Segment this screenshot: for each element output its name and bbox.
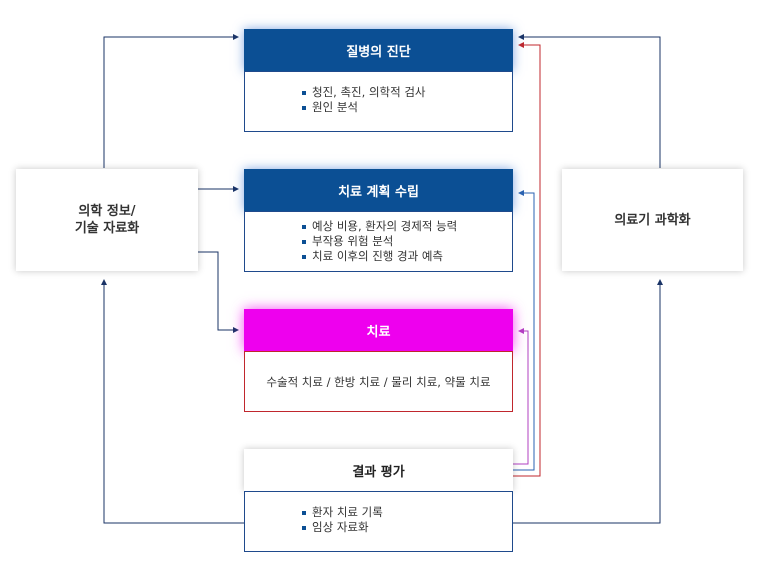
list-item: 청진, 촉진, 의학적 검사 [302, 85, 426, 100]
medical-info-box: 의학 정보/ 기술 자료화 [16, 169, 198, 271]
treatment-title: 치료 [366, 324, 391, 340]
result-header: 결과 평가 [244, 449, 513, 491]
arrow-left-to-diagnosis [103, 34, 239, 168]
medical-device-label: 의료기 과학화 [614, 212, 691, 228]
medical-device-box: 의료기 과학화 [562, 169, 743, 271]
diagnosis-header: 질병의 진단 [244, 29, 513, 71]
list-item: 예상 비용, 환자의 경제적 능력 [302, 219, 457, 234]
treatment-header: 치료 [244, 309, 513, 351]
list-item: 원인 분석 [302, 100, 426, 115]
list-item: 임상 자료화 [302, 520, 383, 535]
treatment-body: 수술적 치료 / 한방 치료 / 물리 치료, 약물 치료 [244, 351, 513, 412]
result-title: 결과 평가 [352, 464, 405, 480]
list-item: 환자 치료 기록 [302, 505, 383, 520]
treatment-methods: 수술적 치료 / 한방 치료 / 물리 치료, 약물 치료 [266, 374, 491, 389]
arrow-left-to-treatment [198, 251, 239, 333]
feedback-to-treatment [513, 328, 529, 465]
plan-body: 예상 비용, 환자의 경제적 능력 부작용 위험 분석 치료 이후의 진행 경과… [244, 211, 513, 272]
plan-header: 치료 계획 수립 [244, 169, 513, 211]
feedback-to-plan [513, 190, 535, 471]
diagnosis-body: 청진, 촉진, 의학적 검사 원인 분석 [244, 71, 513, 132]
feedback-to-diagnosis [513, 42, 541, 477]
arrow-result-to-left [101, 279, 244, 524]
list-item: 부작용 위험 분석 [302, 234, 457, 249]
arrow-right-to-diagnosis [518, 34, 661, 168]
arrow-result-to-right [513, 279, 663, 524]
diagnosis-title: 질병의 진단 [346, 44, 411, 60]
result-body: 환자 치료 기록 임상 자료화 [244, 491, 513, 552]
list-item: 치료 이후의 진행 경과 예측 [302, 249, 457, 264]
medical-info-label: 의학 정보/ 기술 자료화 [74, 204, 140, 236]
plan-title: 치료 계획 수립 [338, 184, 419, 200]
